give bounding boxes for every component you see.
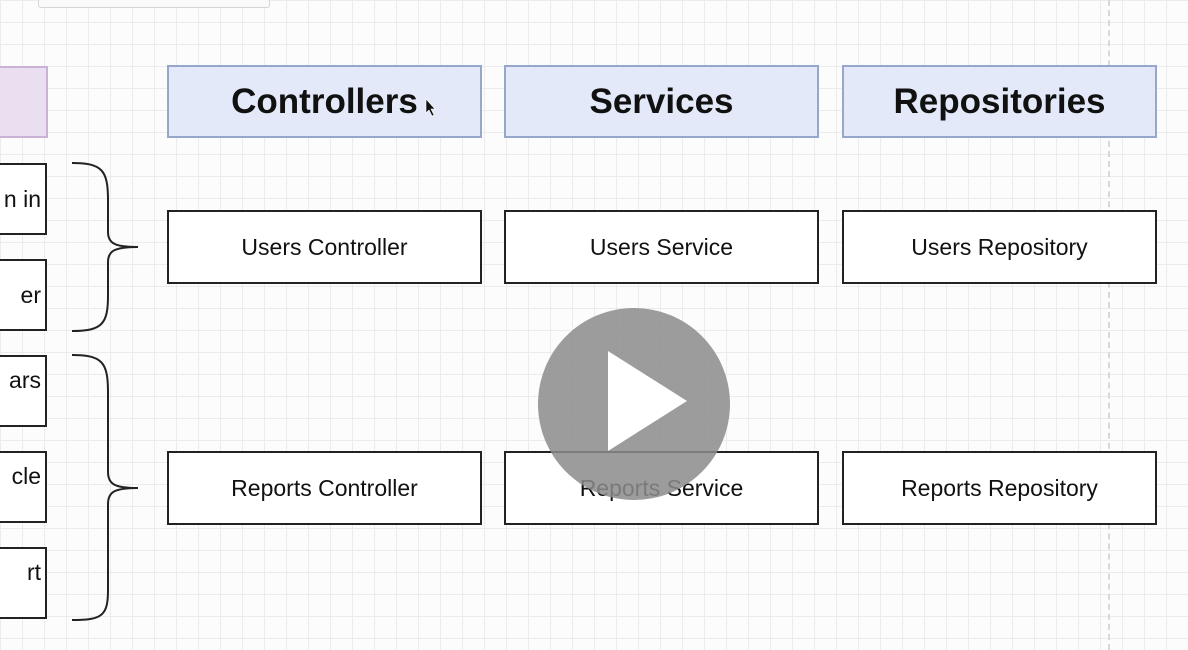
left-item-label: n in: [3, 185, 41, 212]
repositories-header: Repositories: [842, 65, 1157, 138]
reports-repository-label: Reports Repository: [901, 474, 1098, 501]
users-controller-label: Users Controller: [241, 233, 408, 260]
controllers-header: Controllers: [167, 65, 482, 138]
controllers-header-label: Controllers: [231, 81, 418, 121]
users-repository-box: Users Repository: [842, 210, 1157, 284]
toolbar-fragment: [38, 0, 270, 8]
left-item-label: ars: [9, 367, 41, 393]
left-item-label: er: [20, 281, 41, 308]
reports-controller-box: Reports Controller: [167, 451, 482, 525]
left-header-box: [0, 66, 48, 138]
left-item-box: rt: [0, 547, 47, 619]
users-controller-box: Users Controller: [167, 210, 482, 284]
repositories-header-label: Repositories: [893, 81, 1106, 121]
reports-brace: [71, 354, 139, 621]
services-header-label: Services: [589, 81, 734, 121]
users-brace: [71, 162, 139, 332]
play-icon: [608, 351, 687, 451]
users-service-box: Users Service: [504, 210, 819, 284]
services-header: Services: [504, 65, 819, 138]
reports-controller-label: Reports Controller: [231, 474, 418, 501]
left-item-box: ars: [0, 355, 47, 427]
users-repository-label: Users Repository: [911, 233, 1088, 260]
left-item-box: cle: [0, 451, 47, 523]
reports-repository-box: Reports Repository: [842, 451, 1157, 525]
dashed-guide-line: [1108, 0, 1110, 650]
left-item-label: cle: [11, 463, 41, 489]
left-item-box: n in: [0, 163, 47, 235]
left-item-box: er: [0, 259, 47, 331]
left-item-label: rt: [26, 559, 41, 585]
users-service-label: Users Service: [589, 233, 734, 260]
